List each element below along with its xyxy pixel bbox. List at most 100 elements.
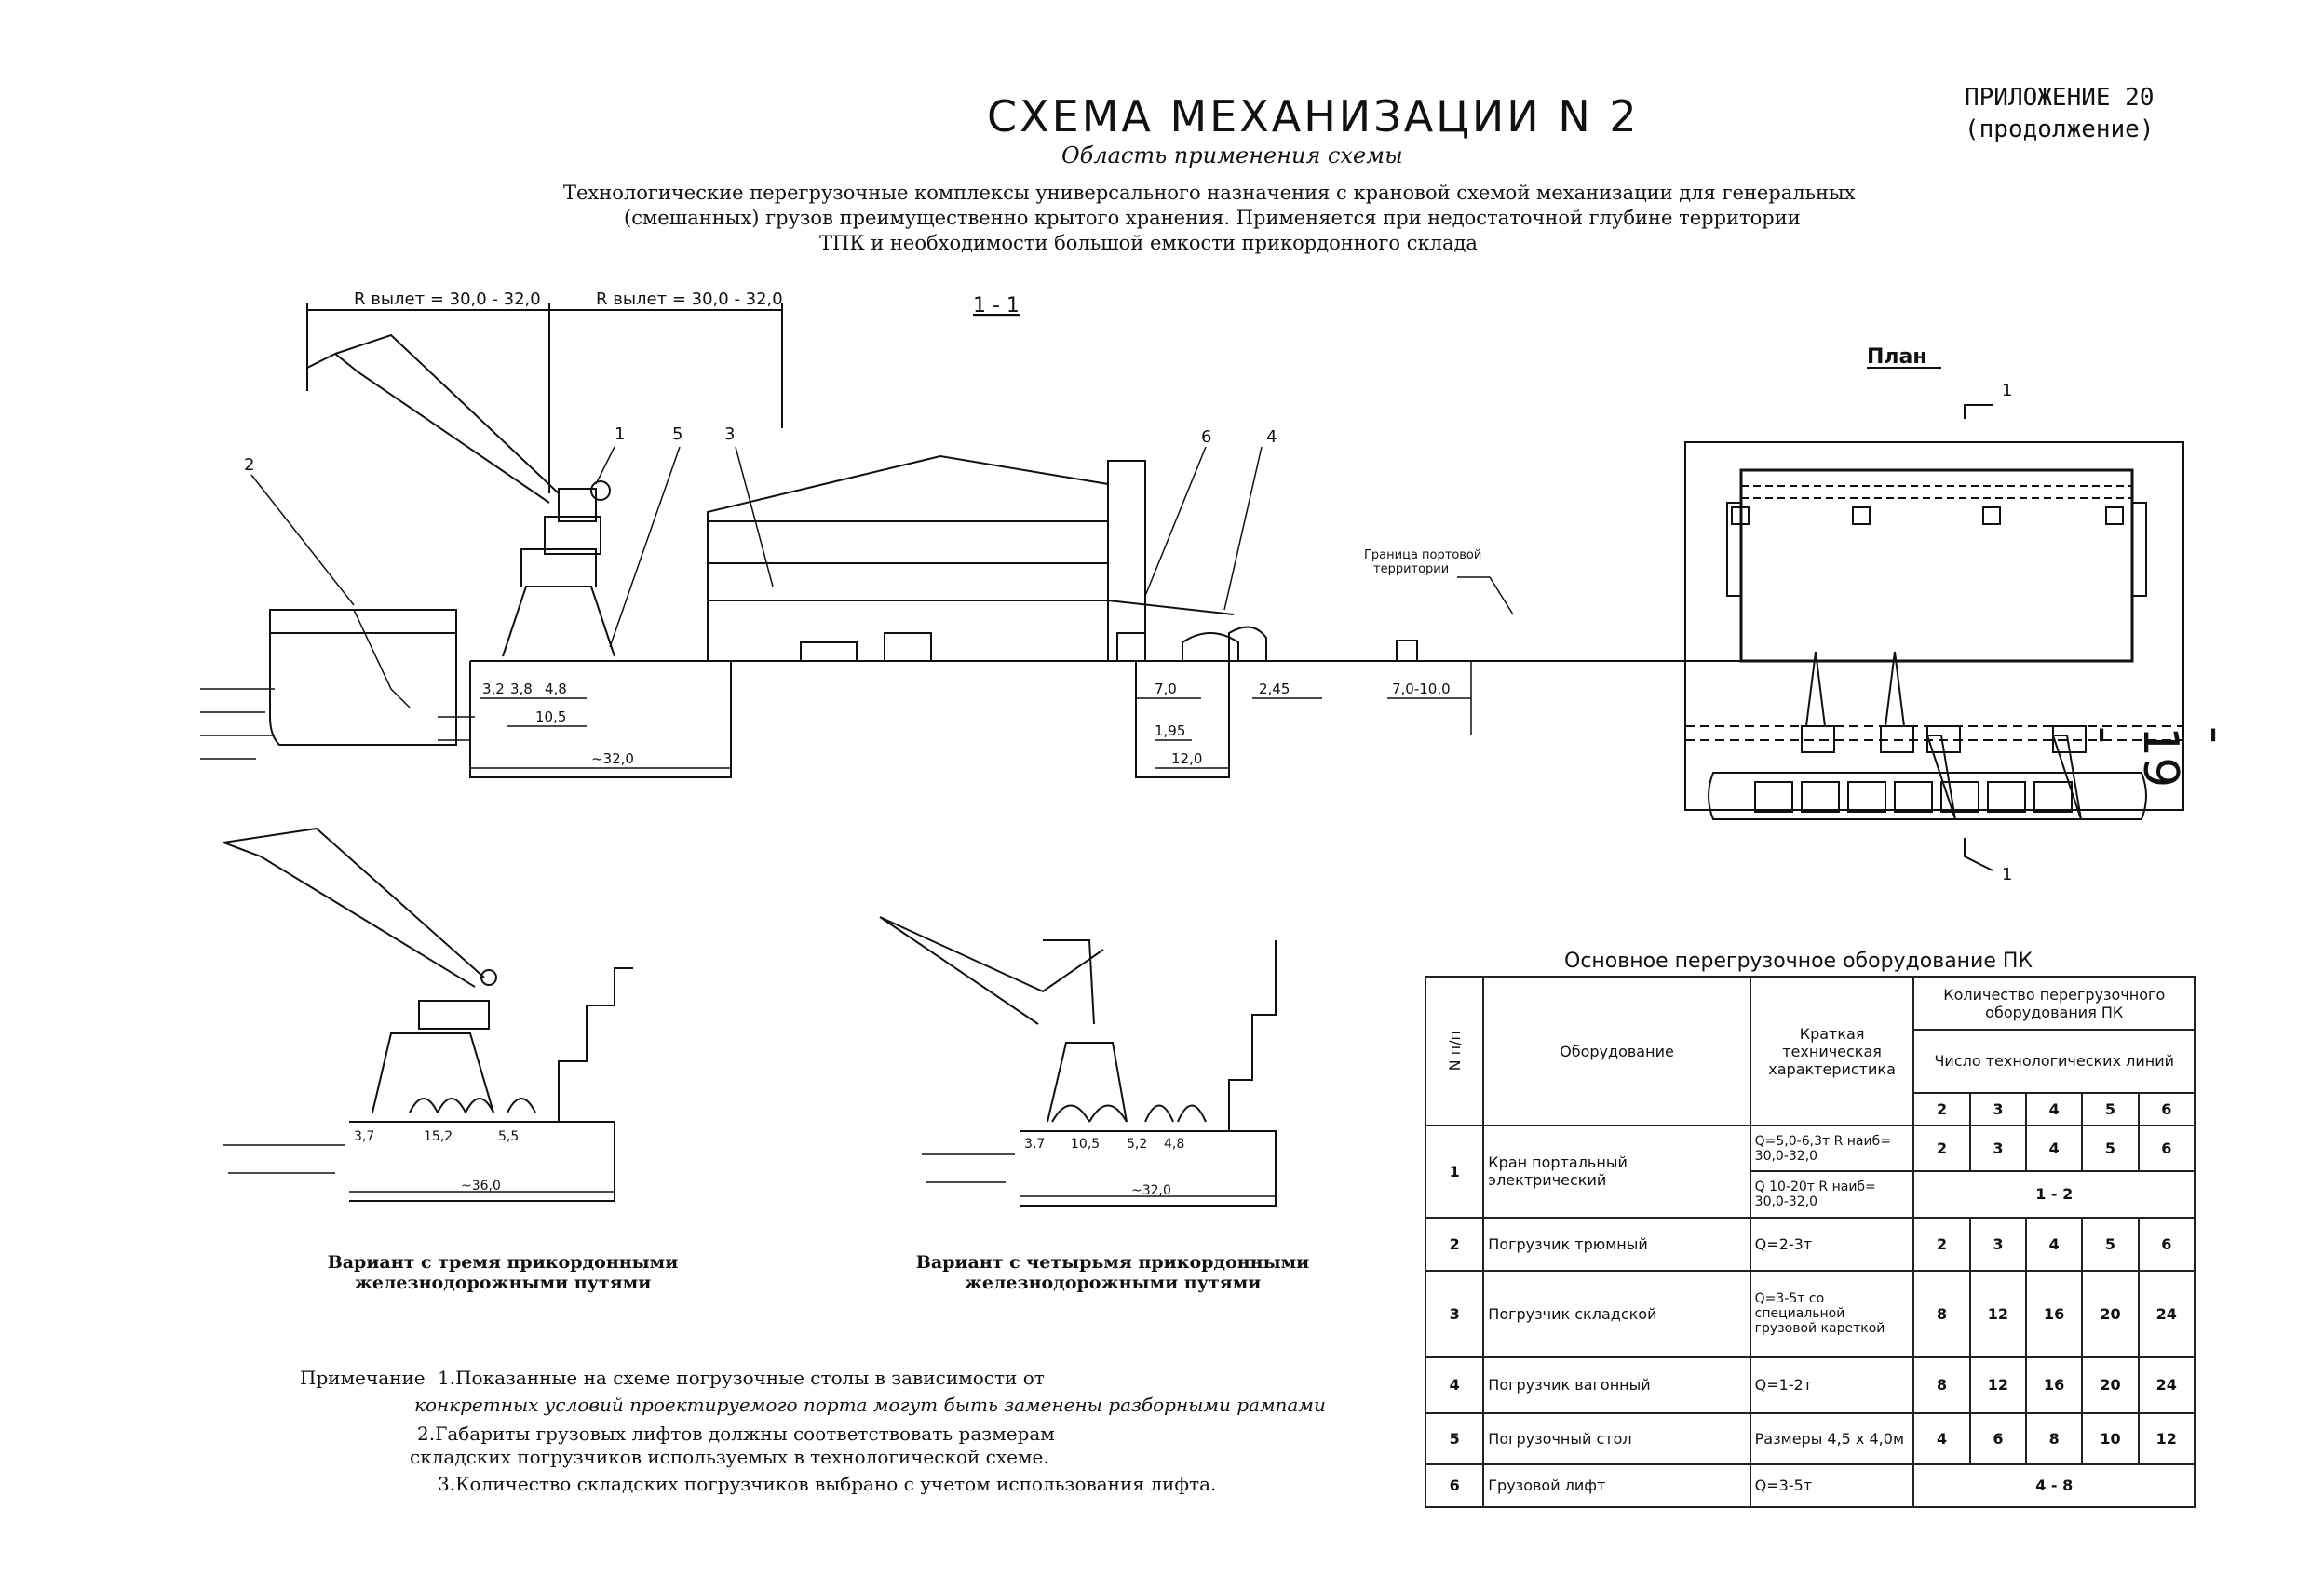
row-6-spec: Q=3-5т — [1749, 1463, 1915, 1509]
rail-car-2 — [1228, 626, 1267, 661]
description-line-2: (смешанных) грузов преимущественно крыто… — [624, 207, 1801, 229]
plan-marker-bottom: 1 — [2002, 865, 2012, 884]
equipment-table: N п/п Оборудование Краткая техническая х… — [1424, 975, 2196, 1509]
table-row: 1 Кран портальный электрический Q=5,0-6,… — [1424, 1125, 2196, 1219]
row-3-val: 20 — [2081, 1269, 2140, 1358]
variant-4-caption: Вариант с четырьмя прикордонными железно… — [885, 1252, 1341, 1293]
row-4-spec: Q=1-2т — [1749, 1355, 1915, 1415]
note-line-1: 1.Показанные на схеме погрузочные столы … — [438, 1367, 1045, 1389]
quay-wall — [469, 661, 732, 778]
dim-3-2: 3,2 — [482, 681, 505, 697]
plan-ship — [1708, 772, 2147, 820]
variant-3-drawing — [223, 827, 633, 1202]
row-3-val: 24 — [2137, 1269, 2196, 1358]
table-row: 3 Погрузчик складской Q=3-5т со специаль… — [1424, 1269, 2196, 1358]
water-left — [200, 688, 475, 760]
boundary-post — [1396, 640, 1418, 662]
dim-32-0: ~32,0 — [591, 750, 634, 767]
row-5-val: 4 — [1912, 1412, 1971, 1465]
plan-cut-marker-bottom — [1964, 838, 1993, 871]
notes-label: Примечание — [300, 1367, 426, 1389]
plan-marker-top: 1 — [2002, 381, 2012, 400]
foundation — [1135, 661, 1230, 778]
variant-3-caption: Вариант с тремя прикордонными железнодор… — [307, 1252, 698, 1293]
row-1-num: 1 — [1424, 1125, 1485, 1219]
note-line-4: складских погрузчиков используемых в тех… — [410, 1446, 1049, 1468]
table-row: 6 Грузовой лифт Q=3-5т 4 - 8 — [1424, 1463, 2196, 1509]
row-2-spec: Q=2-3т — [1749, 1216, 1915, 1272]
appendix-label: ПРИЛОЖЕНИЕ 20 (продолжение) — [1965, 82, 2155, 145]
dim-2-45: 2,45 — [1259, 681, 1290, 697]
v3-dim-c: 5,5 — [498, 1129, 519, 1144]
variant-3-caption-line-2: железнодорожными путями — [354, 1273, 652, 1293]
row-4-val: 20 — [2081, 1355, 2140, 1415]
row-5-val: 8 — [2025, 1412, 2084, 1465]
dim-1-95: 1,95 — [1155, 722, 1185, 739]
header-qty: Количество перегрузочного оборудования П… — [1912, 976, 2196, 1031]
row-4-name: Погрузчик вагонный — [1482, 1355, 1751, 1415]
variant-3-caption-line-1: Вариант с тремя прикордонными — [327, 1252, 679, 1273]
callout-1: 1 — [615, 425, 625, 444]
boundary-label-2: территории — [1373, 562, 1449, 576]
variant-4-drawing — [879, 916, 1277, 1207]
ship-leader-2 — [353, 609, 411, 708]
ship-hull — [269, 609, 457, 746]
v4-dim-c: 5,2 — [1127, 1137, 1147, 1152]
table-row: Q 10-20т R наиб= 30,0-32,0 1 - 2 — [1425, 1170, 2196, 1219]
row-3-name: Погрузчик складской — [1482, 1269, 1751, 1358]
v3-dim-b: 15,2 — [424, 1129, 453, 1144]
row-1-val: 4 — [2025, 1125, 2084, 1173]
row-5-val: 10 — [2081, 1412, 2140, 1465]
note-line-2: конкретных условий проектируемого порта … — [414, 1394, 1326, 1416]
table-header-row-3: 2 3 4 5 6 — [1425, 1091, 2196, 1127]
plan-lift-3 — [1982, 506, 2001, 525]
section-label: 1 - 1 — [973, 294, 1020, 317]
callout-6: 6 — [1201, 427, 1211, 447]
row-1-span: 1 - 2 — [1912, 1170, 2196, 1219]
v4-dim-d: 4,8 — [1164, 1137, 1184, 1152]
row-3-num: 3 — [1424, 1269, 1485, 1358]
row-3-val: 16 — [2025, 1269, 2084, 1358]
row-5-spec: Размеры 4,5 x 4,0м — [1749, 1412, 1915, 1465]
row-1-val: 5 — [2081, 1125, 2140, 1173]
row-3-spec: Q=3-5т со специальной грузовой кареткой — [1749, 1269, 1915, 1358]
row-1-val: 3 — [1968, 1125, 2028, 1173]
row-1-val: 6 — [2137, 1125, 2196, 1173]
callout-4: 4 — [1266, 427, 1277, 447]
row-4-val: 16 — [2025, 1355, 2084, 1415]
callout-leader-1 — [595, 446, 615, 485]
header-equipment: Оборудование — [1482, 975, 1751, 1127]
callout-leader-2 — [250, 474, 355, 606]
row-2-num: 2 — [1424, 1216, 1485, 1272]
portal-crane-section — [306, 333, 615, 657]
row-6-span: 4 - 8 — [1912, 1463, 2196, 1509]
line-count-5: 5 — [2081, 1091, 2140, 1127]
header-num: N п/п — [1424, 975, 1485, 1127]
header-spec: Краткая техническая характеристика — [1749, 975, 1915, 1127]
boundary-leader — [1457, 576, 1514, 615]
callout-leader-6 — [1144, 446, 1207, 597]
row-4-val: 24 — [2137, 1355, 2196, 1415]
line-count-2: 2 — [1912, 1091, 1971, 1127]
callout-leader-5 — [609, 446, 681, 648]
page-title: СХЕМА МЕХАНИЗАЦИИ N 2 — [987, 91, 1640, 142]
description-line-1: Технологические перегрузочные комплексы … — [563, 182, 1856, 204]
callout-leader-3 — [735, 446, 774, 587]
section-1-1 — [200, 303, 1918, 778]
line-count-6: 6 — [2137, 1091, 2196, 1127]
dim-4-8: 4,8 — [545, 681, 567, 697]
v3-dim-a: 3,7 — [354, 1129, 374, 1144]
section-dimension-lines — [470, 661, 1472, 769]
row-2-val: 4 — [2025, 1216, 2084, 1272]
callout-leader-4 — [1223, 446, 1263, 611]
v3-dim-total: ~36,0 — [461, 1179, 501, 1194]
table-row: 2 Погрузчик трюмный Q=2-3т 2 3 4 5 6 — [1424, 1216, 2196, 1272]
dim-7-0: 7,0 — [1155, 681, 1177, 697]
plan-view — [1684, 367, 2184, 871]
description-line-3: ТПК и необходимости большой емкости прик… — [819, 232, 1478, 254]
row-3-val: 12 — [1968, 1269, 2028, 1358]
boundary-label-1: Граница портовой — [1364, 548, 1481, 562]
variant-4-caption-line-2: железнодорожными путями — [964, 1273, 1262, 1293]
plan-label: План — [1867, 345, 1927, 369]
reach-label-right: R вылет = 30,0 - 32,0 — [596, 290, 783, 309]
